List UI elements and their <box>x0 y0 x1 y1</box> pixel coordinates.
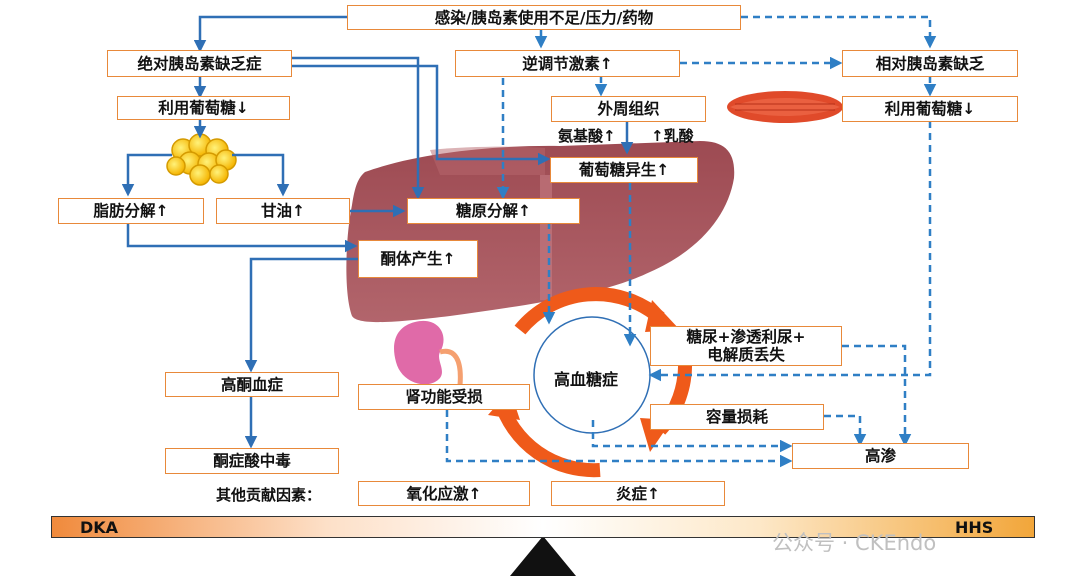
node-renal-impairment: 肾功能受损 <box>358 384 530 410</box>
solid-arrows <box>121 15 634 449</box>
node-oxidative-stress: 氧化应激↑ <box>358 481 530 506</box>
node-counter-regulatory-hormones: 逆调节激素↑ <box>455 50 680 77</box>
node-infection-insulin-stress-drugs: 感染/胰岛素使用不足/压力/药物 <box>347 5 741 30</box>
scale-label-dka: DKA <box>80 518 119 537</box>
node-volume-depletion: 容量损耗 <box>650 404 824 430</box>
kidney-icon <box>394 320 463 386</box>
node-lipolysis: 脂肪分解↑ <box>58 198 204 224</box>
node-ketoacidosis: 酮症酸中毒 <box>165 448 339 474</box>
node-absolute-insulin-deficiency: 绝对胰岛素缺乏症 <box>107 50 292 77</box>
fat-cells-icon <box>166 133 237 186</box>
node-hyperglycemia: 高血糖症 <box>554 370 619 389</box>
watermark: 公众号 · CKEndo <box>772 531 937 555</box>
label-lactate: ↑乳酸 <box>651 127 694 145</box>
muscle-icon <box>727 91 843 123</box>
node-glycogenolysis: 糖原分解↑ <box>407 198 580 224</box>
node-hyperosmolar: 高渗 <box>792 443 969 469</box>
node-peripheral-tissue: 外周组织 <box>551 96 706 122</box>
node-ketogenesis: 酮体产生↑ <box>358 240 478 278</box>
dashed-arrows <box>445 15 937 468</box>
label-other-contributing-factors: 其他贡献因素： <box>216 486 322 504</box>
node-inflammation: 炎症↑ <box>551 481 725 506</box>
node-hyperketonemia: 高酮血症 <box>165 372 339 397</box>
node-glucose-utilization-right: 利用葡萄糖↓ <box>842 96 1018 122</box>
node-glucose-utilization-left: 利用葡萄糖↓ <box>117 96 290 120</box>
scale-label-hhs: HHS <box>955 518 994 537</box>
liver-top-highlight <box>430 146 545 175</box>
node-gluconeogenesis: 葡萄糖异生↑ <box>550 157 698 183</box>
node-glycosuria-osmotic-diuresis: 糖尿+渗透利尿+ 电解质丢失 <box>650 326 842 366</box>
dka-hhs-scale-bar <box>51 516 1035 538</box>
glycosuria-line-2: 电解质丢失 <box>707 346 785 364</box>
label-amino-acid: 氨基酸↑ <box>558 127 616 145</box>
glycosuria-line-1: 糖尿+渗透利尿+ <box>686 328 806 346</box>
node-glycerol: 甘油↑ <box>216 198 350 224</box>
node-relative-insulin-deficiency: 相对胰岛素缺乏 <box>842 50 1018 77</box>
